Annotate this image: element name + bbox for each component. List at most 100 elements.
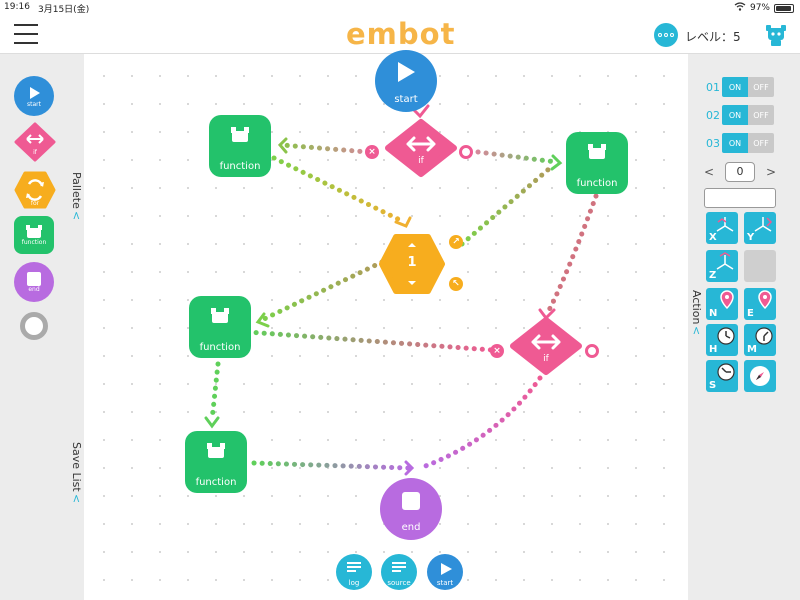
- chevron-down-icon: <: [70, 210, 83, 221]
- action-title-text: Action: [690, 290, 703, 325]
- action-s-button[interactable]: S: [706, 360, 738, 392]
- action-n-button[interactable]: N: [706, 288, 738, 320]
- axis-z-icon: [716, 252, 734, 270]
- node-function-bl[interactable]: function: [185, 431, 247, 493]
- if-false-port[interactable]: ×: [490, 344, 504, 358]
- play-icon: [441, 563, 452, 575]
- switch-row-01: 01 ON OFF: [706, 77, 774, 97]
- switch-on-button[interactable]: ON: [722, 77, 748, 97]
- loop-body-port[interactable]: ↗: [449, 235, 463, 249]
- node-function-ml[interactable]: function: [189, 296, 251, 358]
- node-function-tr[interactable]: function: [566, 132, 628, 194]
- switch-on-button[interactable]: ON: [722, 133, 748, 153]
- switch-number: 02: [706, 108, 720, 122]
- if-true-port[interactable]: [585, 344, 599, 358]
- stop-icon: [402, 492, 420, 510]
- palette-panel: Pallete<: [0, 68, 84, 358]
- stepper-increment[interactable]: >: [765, 165, 776, 179]
- palette-title-text: Pallete: [70, 172, 83, 209]
- menu-icon[interactable]: [14, 24, 38, 44]
- palette-item-start[interactable]: start: [14, 76, 54, 116]
- document-icon: [347, 562, 361, 574]
- axis-y-icon: [754, 217, 773, 232]
- run-start-button[interactable]: start: [427, 554, 463, 590]
- status-bar: 19:16 3月15日(金) 97%: [0, 0, 800, 16]
- clock-icon: [717, 363, 735, 381]
- action-button-label: X: [709, 232, 717, 243]
- if-true-port[interactable]: [459, 145, 473, 159]
- node-label: if: [418, 156, 424, 166]
- palette-title[interactable]: Pallete<: [70, 172, 83, 220]
- play-icon: [398, 62, 415, 82]
- palette-item-for[interactable]: for: [14, 170, 56, 210]
- action-h-button[interactable]: H: [706, 324, 738, 356]
- action-y-button[interactable]: Y: [744, 212, 776, 244]
- switch-off-button[interactable]: OFF: [748, 77, 774, 97]
- savelist-panel: Save List<: [0, 372, 84, 590]
- level-label: レベル：5: [685, 30, 741, 44]
- map-pin-icon: [720, 290, 734, 310]
- action-input[interactable]: [704, 188, 776, 208]
- switch-row-03: 03 ON OFF: [706, 133, 774, 153]
- document-icon: [392, 562, 406, 574]
- if-diamond-icon: [385, 119, 457, 177]
- source-button[interactable]: source: [381, 554, 417, 590]
- diamond-icon: [14, 122, 56, 162]
- palette-item-function[interactable]: function: [14, 216, 54, 254]
- action-empty-slot: [744, 250, 776, 282]
- log-button-label: log: [348, 579, 360, 587]
- action-button-label: S: [709, 380, 717, 391]
- stepper-decrement[interactable]: <: [704, 165, 715, 179]
- battery-icon: [774, 3, 794, 13]
- palette-item-end[interactable]: end: [14, 262, 54, 302]
- robot-connect-icon[interactable]: [654, 23, 678, 47]
- switch-on-button[interactable]: ON: [722, 105, 748, 125]
- action-x-button[interactable]: X: [706, 212, 738, 244]
- action-compass-button[interactable]: [744, 360, 776, 392]
- action-e-button[interactable]: E: [744, 288, 776, 320]
- palette-item-label: function: [21, 238, 47, 246]
- if-false-port[interactable]: ×: [365, 145, 379, 159]
- switch-off-button[interactable]: OFF: [748, 133, 774, 153]
- robot-mascot-icon[interactable]: [763, 22, 789, 52]
- palette-item-label: end: [28, 285, 40, 293]
- action-title[interactable]: Action<: [690, 290, 703, 336]
- node-function-tl[interactable]: function: [209, 115, 271, 177]
- loop-count[interactable]: 1: [407, 255, 417, 270]
- node-end[interactable]: end: [380, 478, 442, 540]
- node-if-top[interactable]: if: [384, 118, 458, 178]
- chevron-down-icon: <: [690, 326, 703, 336]
- savelist-title-text: Save List: [70, 442, 83, 492]
- status-date: 3月15日(金): [38, 5, 90, 15]
- action-button-label: Y: [747, 232, 755, 243]
- clock-icon: [755, 327, 773, 345]
- savelist-title[interactable]: Save List<: [70, 442, 83, 503]
- robot-head-icon: [26, 224, 42, 238]
- node-label: if: [543, 354, 549, 364]
- clock-icon: [717, 327, 735, 345]
- robot-head-icon: [211, 308, 229, 323]
- compass-icon: [750, 366, 770, 386]
- palette-item-label: start: [27, 100, 41, 108]
- log-button[interactable]: log: [336, 554, 372, 590]
- switch-number: 03: [706, 136, 720, 150]
- play-icon: [30, 86, 40, 99]
- switch-off-button[interactable]: OFF: [748, 105, 774, 125]
- action-m-button[interactable]: M: [744, 324, 776, 356]
- action-button-label: N: [709, 308, 718, 319]
- action-z-button[interactable]: Z: [706, 250, 738, 282]
- node-if-mid[interactable]: if: [509, 316, 583, 376]
- hexagon-icon: [14, 171, 56, 209]
- palette-item-label: for: [30, 200, 40, 207]
- robot-head-icon: [231, 127, 249, 142]
- node-loop[interactable]: 1: [378, 233, 446, 295]
- map-pin-icon: [758, 290, 772, 310]
- stepper-value[interactable]: 0: [725, 162, 755, 182]
- node-start[interactable]: start: [375, 50, 437, 112]
- palette-item-if[interactable]: if: [14, 122, 56, 162]
- loop-exit-port[interactable]: ↖: [449, 277, 463, 291]
- wifi-icon: [734, 2, 746, 14]
- node-label: start: [394, 94, 418, 105]
- palette-item-ring[interactable]: [20, 312, 48, 340]
- status-time: 19:16: [4, 2, 30, 12]
